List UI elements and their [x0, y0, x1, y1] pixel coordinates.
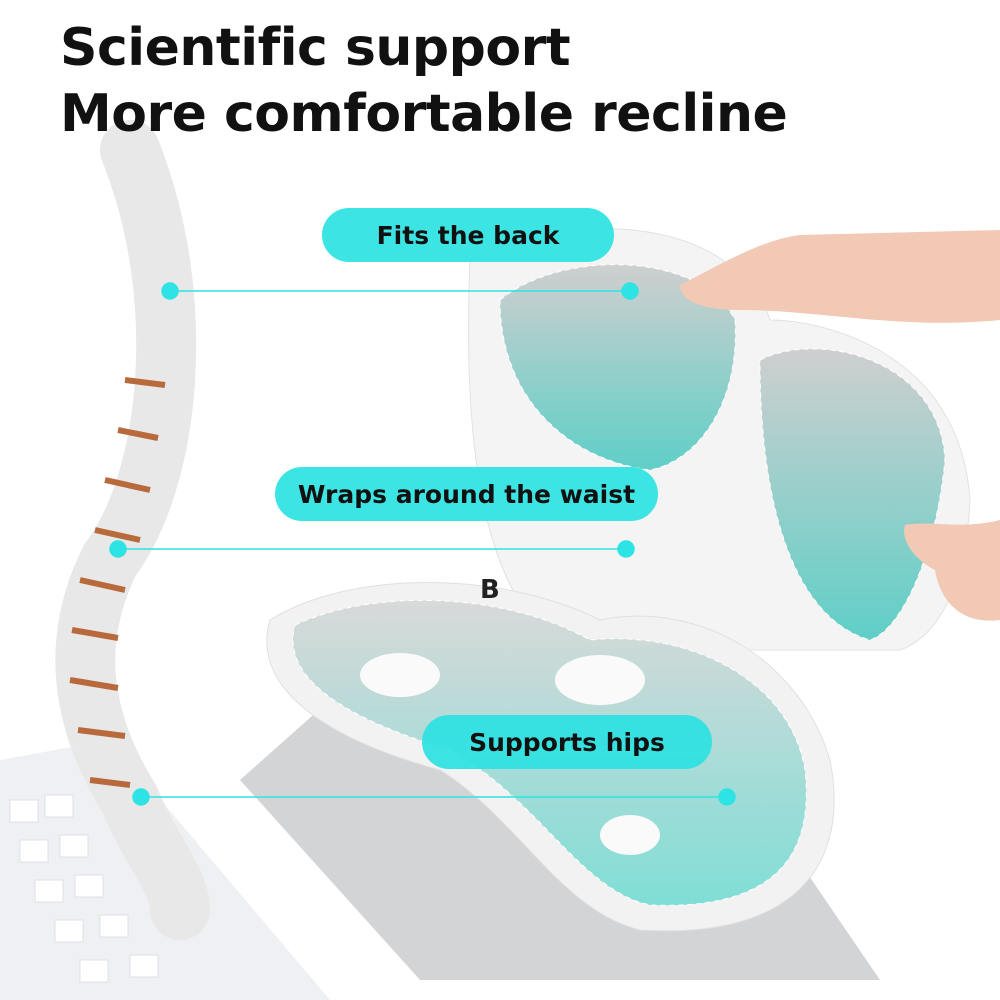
cushion-back: [467, 228, 971, 651]
callout-supports-hips: Supports hips: [422, 715, 712, 769]
spine: [55, 120, 210, 940]
callout-fits-the-back: Fits the back: [322, 208, 614, 262]
brand-logo: B: [480, 575, 500, 605]
headline-line-1: Scientific support: [60, 18, 571, 78]
callout-wraps-around-waist: Wraps around the waist: [275, 467, 658, 521]
svg-text:B: B: [480, 575, 500, 605]
hands: [680, 230, 1000, 621]
headline-line-2: More comfortable recline: [60, 84, 788, 144]
callout-connectors: [109, 282, 736, 806]
